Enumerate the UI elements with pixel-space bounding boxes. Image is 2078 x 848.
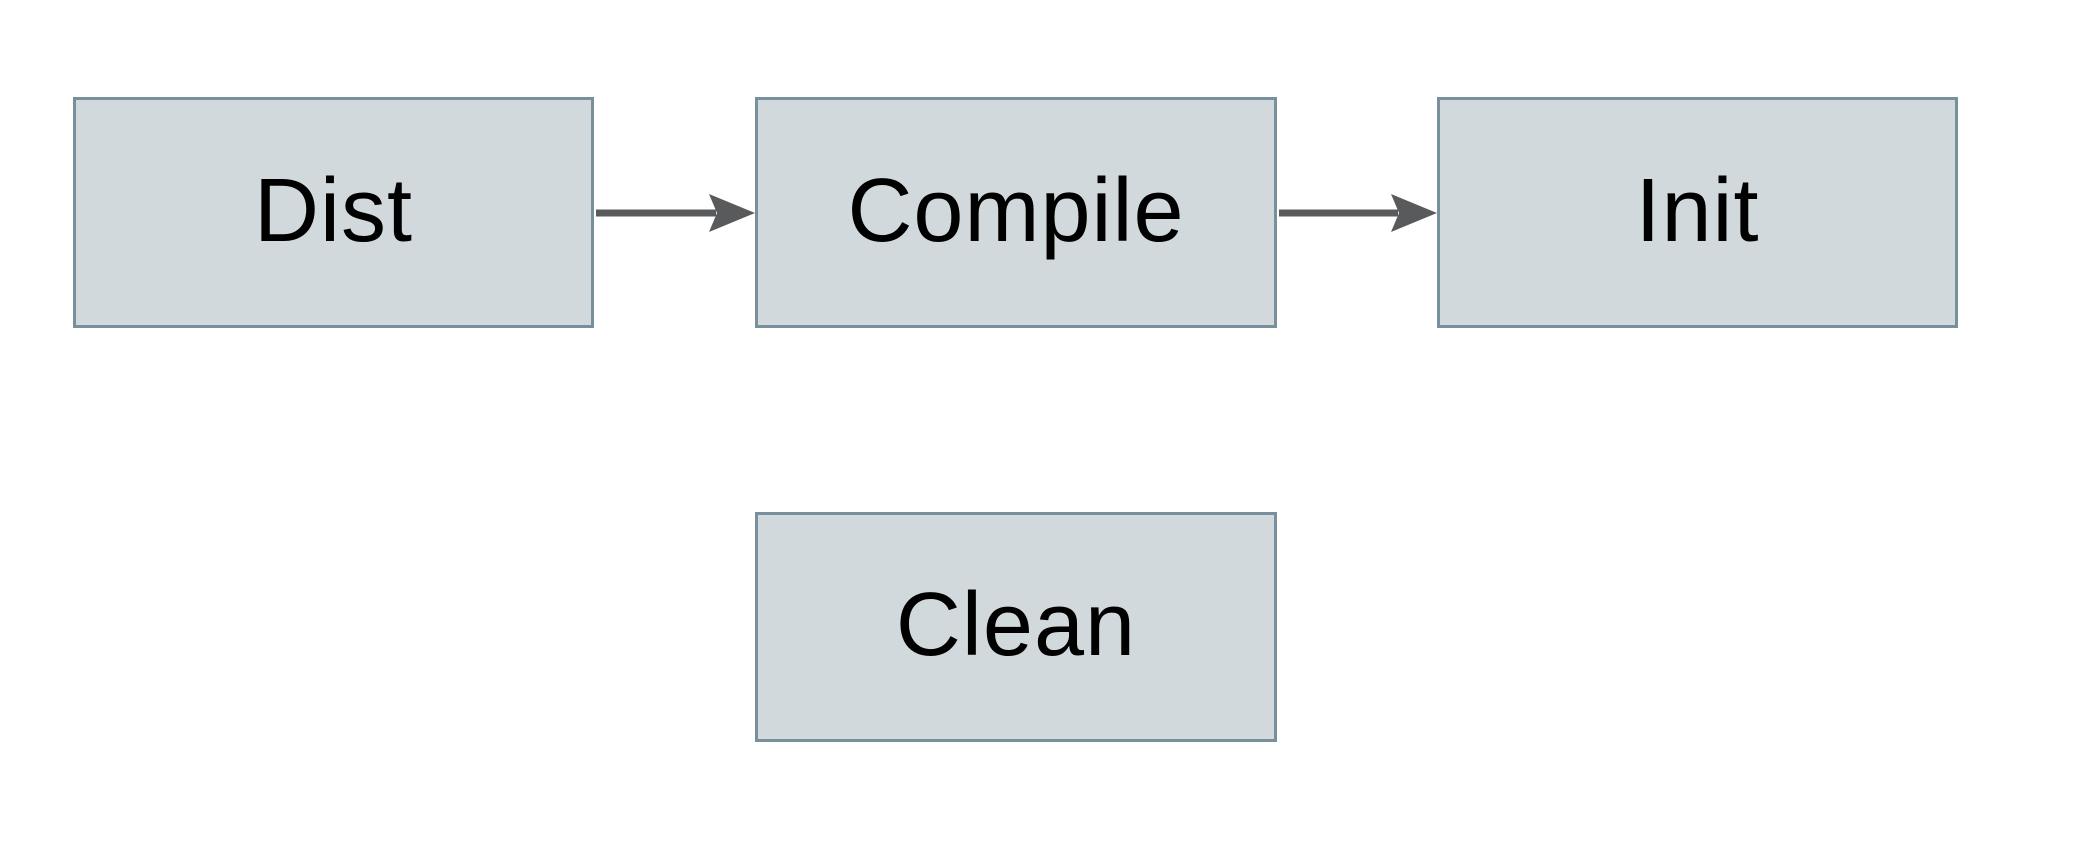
arrow-dist-to-compile-icon (596, 194, 755, 232)
node-dist-label: Dist (254, 160, 413, 261)
node-compile-label: Compile (847, 160, 1185, 261)
node-compile: Compile (755, 97, 1277, 328)
node-clean-label: Clean (895, 575, 1137, 675)
node-init-label: Init (1635, 160, 1760, 261)
node-dist: Dist (73, 97, 594, 328)
arrow-compile-to-init-icon (1279, 194, 1437, 232)
node-clean: Clean (755, 512, 1277, 742)
node-init: Init (1437, 97, 1958, 328)
